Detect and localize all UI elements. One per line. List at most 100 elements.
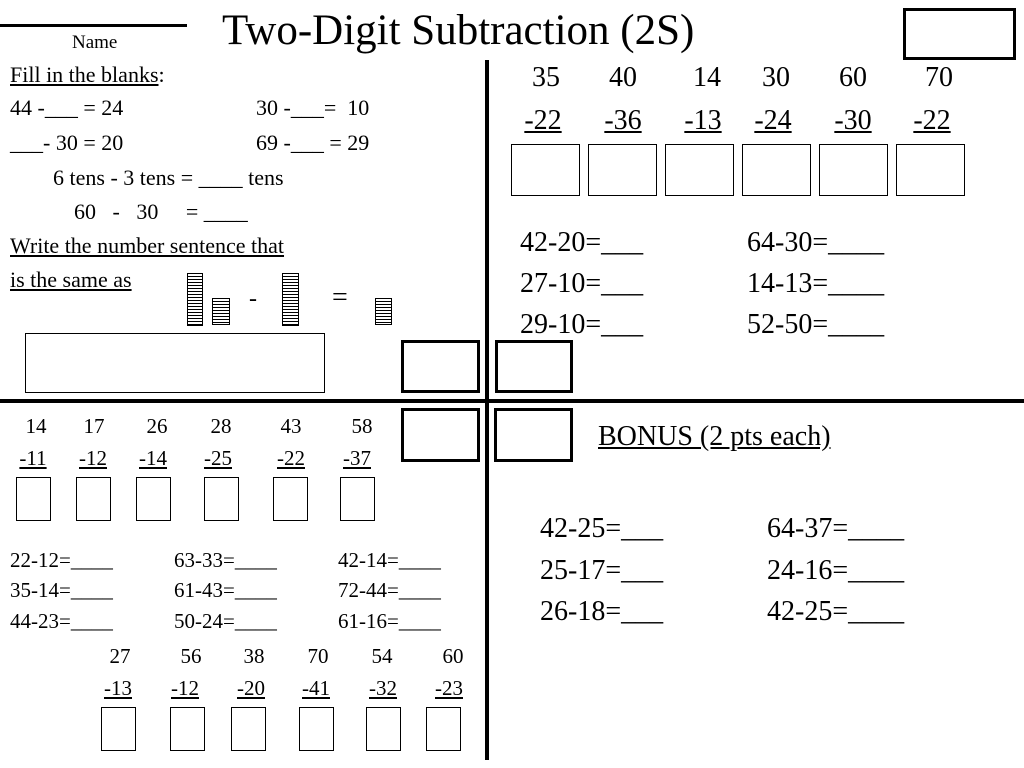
problem-subtrahend: -23 bbox=[435, 676, 463, 700]
equation: 64-30=____ bbox=[747, 227, 885, 258]
problem-subtrahend: -36 bbox=[604, 105, 642, 136]
problem-subtrahend: -13 bbox=[104, 676, 132, 700]
equation: 27-10=___ bbox=[520, 268, 644, 299]
score-box[interactable] bbox=[494, 408, 573, 462]
problem-top-number: 70 bbox=[307, 644, 329, 668]
equation: 63-33=____ bbox=[174, 548, 277, 572]
vertical-divider bbox=[485, 60, 489, 760]
answer-box[interactable] bbox=[896, 144, 965, 196]
equation: 50-24=____ bbox=[174, 609, 277, 633]
problem-top-number: 30 bbox=[762, 62, 790, 93]
problem-top-number: 60 bbox=[839, 62, 867, 93]
problem-subtrahend: -41 bbox=[302, 676, 330, 700]
answer-box[interactable] bbox=[273, 477, 308, 521]
problem-top-number: 14 bbox=[25, 414, 47, 438]
problem-subtrahend: -12 bbox=[79, 446, 107, 470]
equation: 61-43=____ bbox=[174, 578, 277, 602]
problem-top-number: 26 bbox=[146, 414, 168, 438]
sixty-line: 60 - 30 = ____ bbox=[74, 199, 248, 224]
answer-box[interactable] bbox=[299, 707, 334, 751]
answer-box[interactable] bbox=[16, 477, 51, 521]
problem-subtrahend: -30 bbox=[834, 105, 872, 136]
equation: 44-23=____ bbox=[10, 609, 113, 633]
fill-blanks-heading: Fill in the blanks: bbox=[10, 62, 165, 87]
answer-box[interactable] bbox=[511, 144, 580, 196]
equation: 72-44=____ bbox=[338, 578, 441, 602]
problem-subtrahend: -37 bbox=[343, 446, 371, 470]
equation: 35-14=____ bbox=[10, 578, 113, 602]
answer-box[interactable] bbox=[426, 707, 461, 751]
problem-top-number: 70 bbox=[925, 62, 953, 93]
bonus-equation: 25-17=___ bbox=[540, 555, 664, 586]
name-line bbox=[0, 24, 187, 27]
answer-box[interactable] bbox=[665, 144, 734, 196]
equation: 52-50=____ bbox=[747, 309, 885, 340]
problem-top-number: 43 bbox=[280, 414, 302, 438]
problem-top-number: 27 bbox=[109, 644, 131, 668]
problem-top-number: 17 bbox=[83, 414, 105, 438]
fill-line-1: 44 -___ = 24 bbox=[10, 95, 124, 120]
score-box[interactable] bbox=[401, 408, 480, 462]
name-label: Name bbox=[72, 32, 118, 53]
ones-blocks-icon bbox=[212, 298, 230, 325]
problem-top-number: 38 bbox=[243, 644, 265, 668]
number-sentence-prompt-2: is the same as bbox=[10, 267, 132, 292]
fill-line-3: ___- 30 = 20 bbox=[10, 130, 124, 155]
equation: 42-20=___ bbox=[520, 227, 644, 258]
bonus-equation: 64-37=____ bbox=[767, 513, 905, 544]
fill-line-2: 30 -___= 10 bbox=[256, 95, 370, 120]
equation: 14-13=____ bbox=[747, 268, 885, 299]
page-title: Two-Digit Subtraction (2S) bbox=[222, 7, 695, 54]
equation: 42-14=____ bbox=[338, 548, 441, 572]
answer-box[interactable] bbox=[204, 477, 239, 521]
tens-blocks-icon bbox=[187, 273, 203, 326]
problem-subtrahend: -24 bbox=[754, 105, 792, 136]
score-box[interactable] bbox=[903, 8, 1016, 60]
answer-box[interactable] bbox=[170, 707, 205, 751]
problem-top-number: 35 bbox=[532, 62, 560, 93]
fill-line-4: 69 -___ = 29 bbox=[256, 130, 370, 155]
score-box[interactable] bbox=[401, 340, 480, 393]
bonus-equation: 26-18=___ bbox=[540, 596, 664, 627]
tens-blocks-icon bbox=[282, 273, 299, 326]
bonus-heading: BONUS (2 pts each) bbox=[598, 421, 831, 452]
equation: 61-16=____ bbox=[338, 609, 441, 633]
answer-box[interactable] bbox=[231, 707, 266, 751]
problem-subtrahend: -13 bbox=[684, 105, 722, 136]
equation: 22-12=____ bbox=[10, 548, 113, 572]
equation: 29-10=___ bbox=[520, 309, 644, 340]
problem-top-number: 40 bbox=[609, 62, 637, 93]
bonus-equation: 42-25=___ bbox=[540, 513, 664, 544]
answer-box[interactable] bbox=[136, 477, 171, 521]
answer-box[interactable] bbox=[742, 144, 811, 196]
answer-box[interactable] bbox=[819, 144, 888, 196]
problem-subtrahend: -25 bbox=[204, 446, 232, 470]
answer-box[interactable] bbox=[76, 477, 111, 521]
problem-subtrahend: -12 bbox=[171, 676, 199, 700]
answer-box[interactable] bbox=[101, 707, 136, 751]
problem-subtrahend: -22 bbox=[277, 446, 305, 470]
answer-box[interactable] bbox=[366, 707, 401, 751]
problem-subtrahend: -32 bbox=[369, 676, 397, 700]
problem-top-number: 54 bbox=[371, 644, 393, 668]
problem-subtrahend: -11 bbox=[19, 446, 47, 470]
number-sentence-answer-box[interactable] bbox=[25, 333, 325, 393]
answer-box[interactable] bbox=[588, 144, 657, 196]
bonus-equation: 24-16=____ bbox=[767, 555, 905, 586]
problem-subtrahend: -14 bbox=[139, 446, 167, 470]
number-sentence-prompt-1: Write the number sentence that bbox=[10, 233, 285, 258]
problem-top-number: 56 bbox=[180, 644, 202, 668]
score-box[interactable] bbox=[495, 340, 573, 393]
blocks-minus-sign: - bbox=[249, 286, 257, 312]
problem-top-number: 58 bbox=[351, 414, 373, 438]
problem-top-number: 14 bbox=[693, 62, 721, 93]
problem-subtrahend: -22 bbox=[913, 105, 951, 136]
problem-top-number: 60 bbox=[442, 644, 464, 668]
bonus-equation: 42-25=____ bbox=[767, 596, 905, 627]
problem-subtrahend: -22 bbox=[524, 105, 562, 136]
problem-top-number: 28 bbox=[210, 414, 232, 438]
blocks-equals-sign: = bbox=[332, 282, 348, 313]
answer-box[interactable] bbox=[340, 477, 375, 521]
problem-subtrahend: -20 bbox=[237, 676, 265, 700]
tens-line: 6 tens - 3 tens = ____ tens bbox=[53, 165, 284, 190]
